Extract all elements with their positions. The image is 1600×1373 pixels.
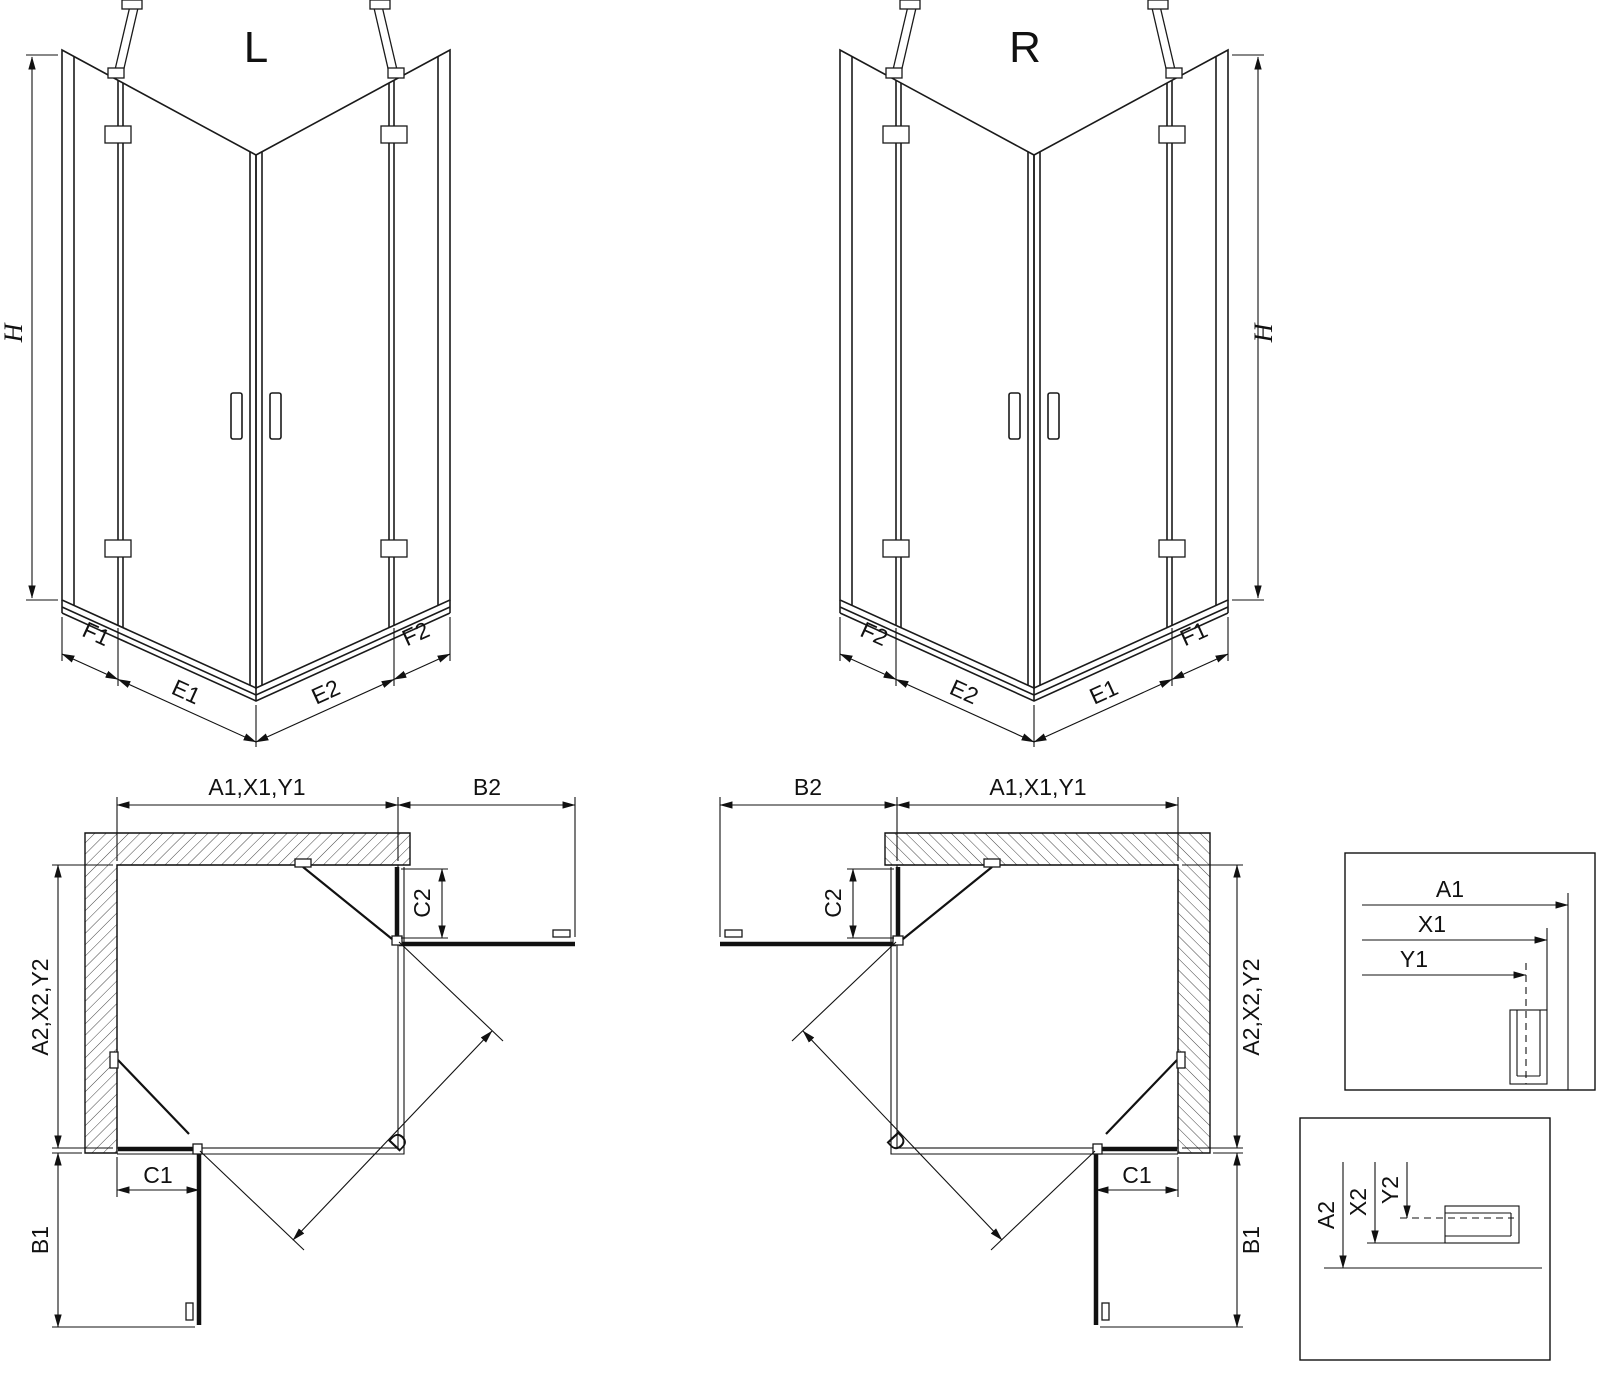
detail-label-y1: Y1 [1400, 946, 1428, 972]
dim-label-d-left: D [383, 1126, 413, 1156]
dim-label-a1-right: A1,X1,Y1 [989, 774, 1086, 800]
dim-label-c2-left: C2 [409, 888, 435, 917]
detail-box-1-frame [1344, 852, 1596, 1091]
detail-box-2-frame [1299, 1117, 1551, 1361]
detail-label-a2: A2 [1313, 1201, 1339, 1229]
dim-label-h-right: H [1249, 322, 1278, 343]
dim-label-a2-left: A2,X2,Y2 [27, 958, 53, 1055]
dim-label-d-right: D [882, 1126, 912, 1156]
dim-label-b2-left: B2 [473, 774, 501, 800]
dim-label-h-left: H [0, 322, 28, 343]
plan-view-right [720, 797, 1243, 1327]
dim-label-c2-right: C2 [820, 888, 846, 917]
wall-profile-channel [1509, 1009, 1548, 1085]
dim-label-a1-left: A1,X1,Y1 [208, 774, 305, 800]
detail-wall-profile-vertical: A2 X2 Y2 [1299, 1117, 1551, 1361]
plan-view-left [52, 797, 575, 1327]
detail-label-x1: X1 [1418, 911, 1446, 937]
view-title-left: L [244, 23, 268, 72]
dim-label-b2-right: B2 [794, 774, 822, 800]
dim-label-a2-right: A2,X2,Y2 [1238, 958, 1264, 1055]
detail-wall-profile-horizontal: A1 X1 Y1 [1344, 852, 1596, 1091]
view-title-right: R [1009, 23, 1041, 72]
detail-label-x2: X2 [1345, 1188, 1371, 1216]
dim-label-b1-right: B1 [1238, 1226, 1264, 1254]
dim-label-b1-left: B1 [27, 1226, 53, 1254]
detail-label-a1: A1 [1436, 876, 1464, 902]
dim-label-c1-left: C1 [143, 1162, 172, 1188]
wall-profile-channel [1444, 1205, 1520, 1244]
detail-label-y2: Y2 [1377, 1176, 1403, 1204]
dim-label-c1-right: C1 [1122, 1162, 1151, 1188]
